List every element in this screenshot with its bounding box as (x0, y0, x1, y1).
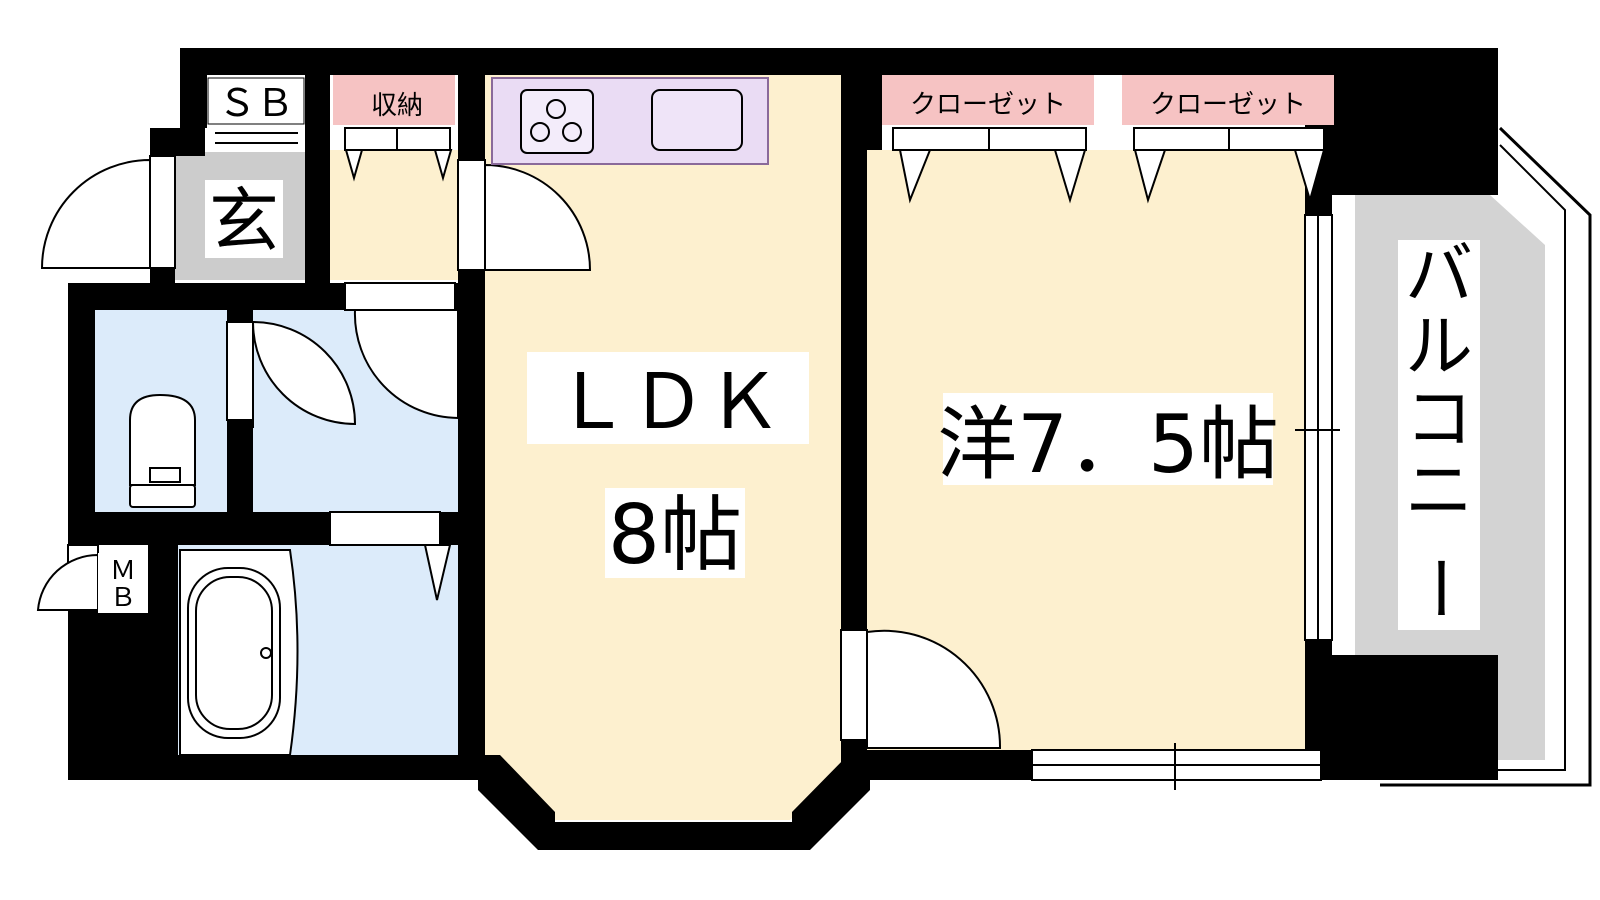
genkan-label-bg (205, 180, 283, 258)
ldk-size-label: 8帖 (608, 488, 742, 583)
closet-1-label: クローゼット (910, 90, 1066, 120)
balcony-char-3: コ (1405, 380, 1473, 459)
balcony-char-2: ル (1405, 308, 1473, 387)
burner-icon (546, 99, 566, 119)
burner-icon (530, 122, 550, 142)
mb-label-bottom: Ｂ (110, 583, 136, 613)
storage-label-bg (333, 75, 455, 125)
bathtub (179, 549, 299, 756)
balcony-char-4: ニ (1405, 452, 1473, 531)
balcony-label-bg (1398, 240, 1480, 630)
stove (520, 89, 594, 154)
ldk-name-label: ＬＤＫ (554, 357, 782, 446)
closet-doors (344, 127, 1326, 601)
windows (487, 215, 1340, 837)
balcony-char-1: バ (1405, 236, 1473, 315)
mb-label-top: Ｍ (110, 556, 136, 586)
sb-label: ＳＢ (218, 81, 294, 125)
balcony-outline (1380, 126, 1592, 787)
ldk-name-bg (527, 352, 809, 444)
kitchen-counter (491, 77, 769, 165)
ldk-bay-floor (485, 765, 841, 820)
storage-label: 収納 (371, 91, 423, 121)
balcony-char-5: ー (1398, 554, 1477, 622)
toilet-fixture (129, 393, 196, 508)
door-swings (36, 158, 1002, 749)
western-label-bg (943, 393, 1273, 485)
drain-icon (260, 647, 272, 659)
genkan-label: 玄 (209, 180, 279, 262)
sb-label-bg (207, 77, 305, 125)
closet-1-label-bg (882, 75, 1094, 125)
burner-icon (562, 122, 582, 142)
mb-label-bg (98, 553, 148, 613)
closet-2-label-bg (1122, 75, 1334, 125)
closet-2-label: クローゼット (1150, 90, 1306, 120)
western-room-label: 洋7．5帖 (937, 398, 1279, 491)
sink (651, 89, 743, 151)
storage-floor (330, 150, 458, 280)
ldk-size-bg (605, 488, 745, 578)
